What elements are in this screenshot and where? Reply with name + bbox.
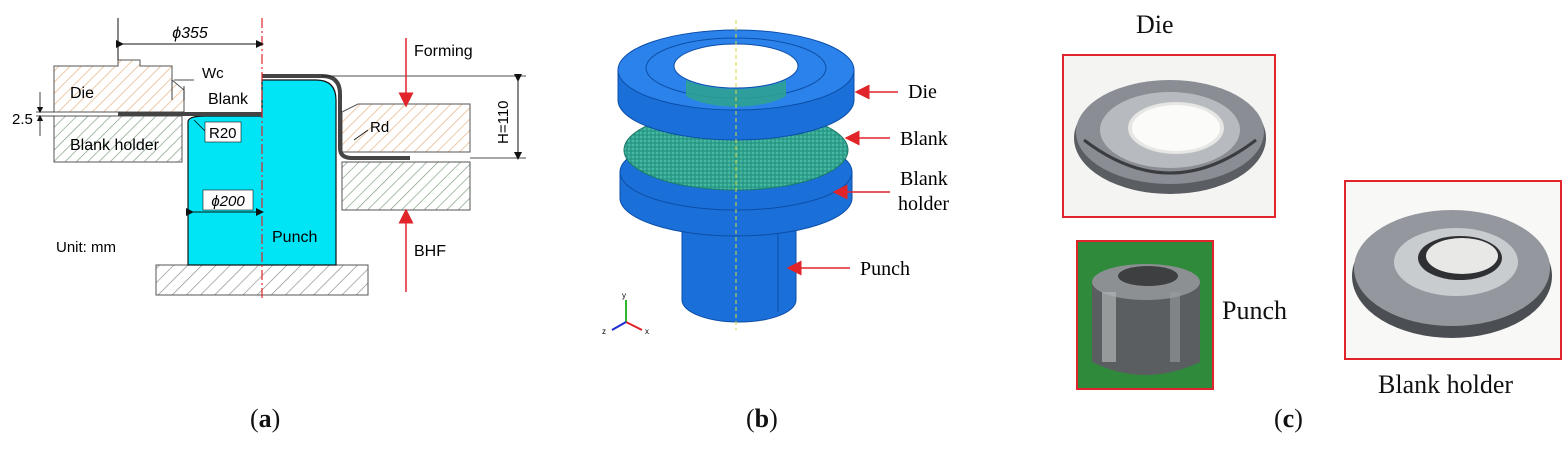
blank-label: Blank bbox=[208, 91, 249, 108]
die-right bbox=[341, 103, 471, 153]
svg-text:x: x bbox=[645, 327, 649, 336]
punch-label: Punch bbox=[272, 229, 317, 246]
caption-a: (a) bbox=[250, 404, 281, 433]
photo-punch-label: Punch bbox=[1222, 296, 1287, 325]
photo-punch bbox=[1076, 240, 1214, 390]
blank-holder-label: Blank holder bbox=[70, 137, 160, 154]
model-die-label: Die bbox=[908, 81, 937, 103]
caption-c: (c) bbox=[1274, 404, 1303, 433]
panel-b-3d-model: y x z Die Blank Blank holder Punch (b) bbox=[560, 0, 990, 447]
blank-right bbox=[262, 74, 410, 160]
model-blank-label: Blank bbox=[900, 128, 948, 150]
clearance-label: Wc bbox=[202, 65, 224, 82]
photo-blank-holder-label: Blank holder bbox=[1378, 370, 1514, 399]
svg-text:y: y bbox=[622, 291, 626, 300]
panel-c-photos: Die Punch bbox=[1010, 0, 1568, 447]
caption-b: (b) bbox=[746, 404, 778, 433]
photo-die-label: Die bbox=[1136, 10, 1174, 39]
bhf-label: BHF bbox=[414, 243, 446, 260]
model-punch-label: Punch bbox=[860, 258, 910, 280]
svg-text:z: z bbox=[602, 327, 606, 336]
punch-radius-label: R20 bbox=[209, 125, 237, 142]
fem-model-drawing: y x z Die Blank Blank holder Punch bbox=[602, 20, 949, 336]
die-diameter-label: ϕ355 bbox=[172, 25, 208, 42]
punch-diameter-label: ϕ200 bbox=[211, 193, 245, 210]
coordinate-triad: y x z bbox=[602, 291, 649, 336]
punch-cylinder bbox=[681, 219, 797, 323]
height-label: H=110 bbox=[495, 100, 512, 144]
photo-die bbox=[1062, 54, 1276, 218]
blank-holder-right bbox=[341, 161, 471, 211]
schematic-drawing: ϕ355 Wc 2.5 R20 Rd ϕ200 H=110 Forming bbox=[12, 18, 526, 300]
thickness-gap-label: 2.5 bbox=[12, 111, 33, 128]
model-blank-holder-label-1: Blank bbox=[900, 168, 948, 190]
die-radius-label: Rd bbox=[370, 119, 389, 136]
unit-label: Unit: mm bbox=[56, 239, 116, 256]
panel-a-schematic: ϕ355 Wc 2.5 R20 Rd ϕ200 H=110 Forming bbox=[0, 0, 540, 447]
photo-blank-holder bbox=[1344, 180, 1562, 360]
die-label: Die bbox=[70, 85, 94, 102]
model-blank-holder-label-2: holder bbox=[898, 193, 949, 215]
forming-label: Forming bbox=[414, 43, 473, 60]
